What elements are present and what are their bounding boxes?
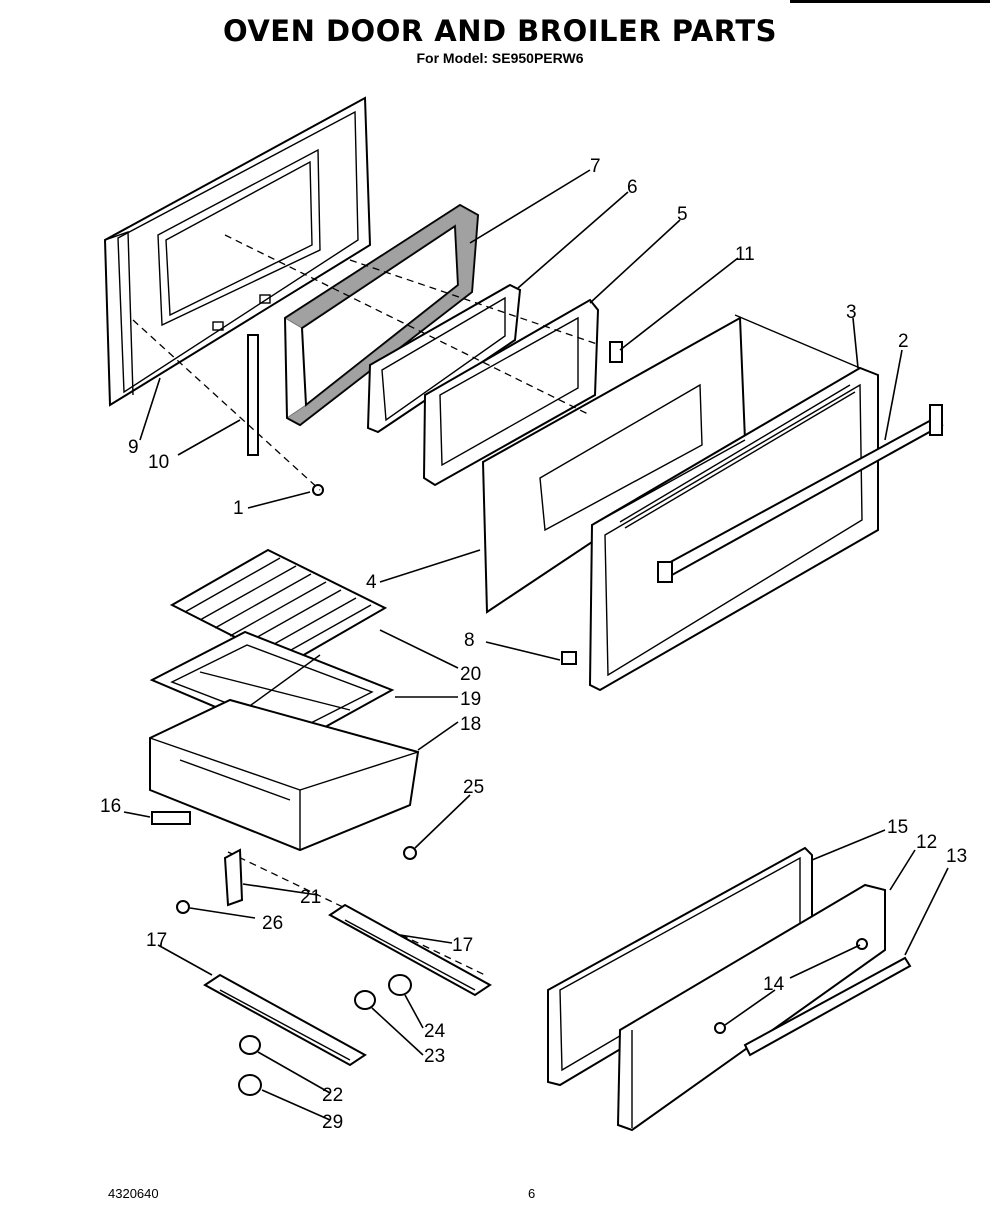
callout-19: 19 bbox=[460, 689, 481, 710]
callout-12: 12 bbox=[916, 832, 937, 853]
callout-15: 15 bbox=[887, 817, 908, 838]
callout-4: 4 bbox=[366, 572, 377, 593]
clip-part-14-lower bbox=[714, 1022, 726, 1034]
rail-left bbox=[203, 973, 367, 1067]
door-gasket bbox=[283, 203, 480, 427]
callout-labels: 7 6 5 11 3 2 4 9 10 1 8 20 19 18 25 16 2… bbox=[100, 156, 967, 1133]
callout-23: 23 bbox=[424, 1046, 445, 1067]
callout-7: 7 bbox=[590, 156, 601, 177]
broiler-pan bbox=[149, 698, 420, 852]
roller-part-24 bbox=[388, 974, 412, 996]
callout-17-right: 17 bbox=[452, 935, 473, 956]
clip-part-8 bbox=[561, 651, 577, 665]
page-title: OVEN DOOR AND BROILER PARTS bbox=[222, 14, 777, 48]
callout-13: 13 bbox=[946, 846, 967, 867]
model-subtitle: For Model: SE950PERW6 bbox=[416, 50, 584, 66]
inner-door-panel bbox=[103, 96, 372, 407]
broiler-grid bbox=[169, 548, 388, 666]
door-hinge-strip bbox=[247, 334, 259, 456]
callout-1: 1 bbox=[233, 498, 244, 519]
callout-6: 6 bbox=[627, 177, 638, 198]
callout-leaders bbox=[123, 169, 949, 1121]
callout-2: 2 bbox=[898, 331, 909, 352]
window-glass-panel bbox=[422, 298, 600, 487]
alignment-lines bbox=[132, 234, 601, 976]
callout-5: 5 bbox=[677, 204, 688, 225]
callout-14: 14 bbox=[763, 974, 785, 995]
window-frame bbox=[366, 283, 522, 434]
callout-22: 22 bbox=[322, 1085, 343, 1106]
document-number: 4320640 bbox=[108, 1186, 159, 1201]
door-vent-slots bbox=[619, 384, 856, 529]
clip-part-11 bbox=[609, 341, 623, 363]
callout-11: 11 bbox=[735, 244, 755, 265]
bracket-part-21 bbox=[223, 848, 244, 907]
screw-part-26 bbox=[176, 900, 190, 914]
clip-part-14-upper bbox=[856, 938, 868, 950]
roller-part-29 bbox=[238, 1074, 262, 1096]
top-edge-mark bbox=[790, 0, 990, 3]
rail-right bbox=[328, 903, 492, 997]
callout-20: 20 bbox=[460, 664, 481, 685]
door-handle bbox=[657, 404, 944, 583]
callout-9: 9 bbox=[128, 437, 139, 458]
part-16-rack bbox=[151, 811, 191, 825]
callout-18: 18 bbox=[460, 714, 481, 735]
roller-part-23 bbox=[354, 990, 376, 1010]
callout-25: 25 bbox=[463, 777, 484, 798]
callout-16: 16 bbox=[100, 796, 121, 817]
screw-part-25 bbox=[403, 846, 417, 860]
callout-3: 3 bbox=[846, 302, 857, 323]
callout-10: 10 bbox=[148, 452, 169, 473]
drawer-trim-part-13 bbox=[743, 956, 912, 1057]
callout-21: 21 bbox=[300, 887, 321, 908]
roller-part-22 bbox=[239, 1035, 261, 1055]
page-number: 6 bbox=[528, 1186, 536, 1201]
drawer-front-panel bbox=[616, 883, 886, 1132]
callout-26: 26 bbox=[262, 913, 283, 934]
callout-24: 24 bbox=[424, 1021, 446, 1042]
callout-29: 29 bbox=[322, 1112, 343, 1133]
callout-17-left: 17 bbox=[146, 930, 167, 951]
callout-8: 8 bbox=[464, 630, 475, 651]
screw-part-1 bbox=[312, 484, 324, 496]
